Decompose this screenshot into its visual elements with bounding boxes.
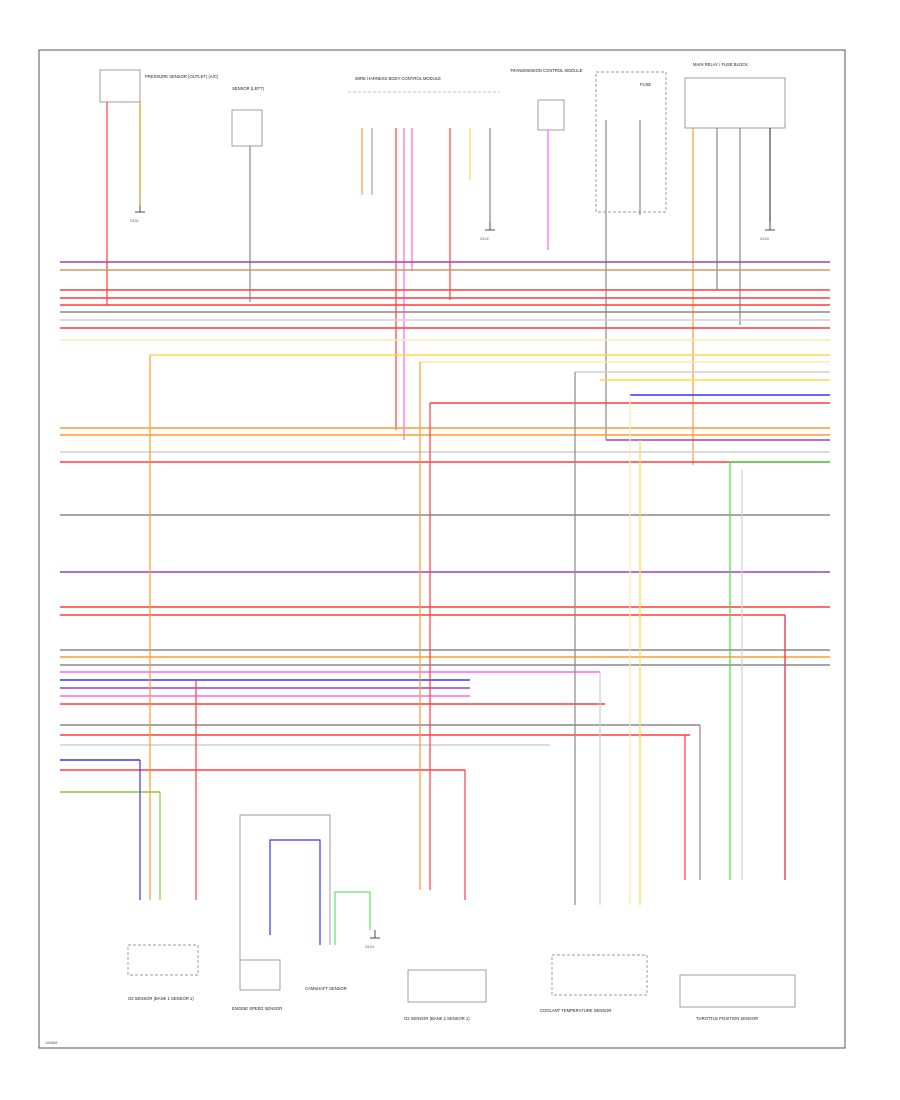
- wire-header-component: WIRE HARNESS BODY CONTROL MODULE: [348, 76, 500, 93]
- ground-label-3: G103: [760, 237, 769, 241]
- bottom-component-a: O2 SENSOR (BANK 1 SENSOR 1): [127, 944, 199, 1001]
- ground-label-2: G102: [480, 237, 489, 241]
- relay-block-component: MAIN RELAY / FUSE BLOCK: [684, 62, 786, 129]
- sensor-f-label: THROTTLE POSITION SENSOR: [696, 1016, 758, 1021]
- lower-vertical-wires: [139, 355, 786, 905]
- bottom-component-c: CAMSHAFT SENSOR: [305, 986, 347, 991]
- transmission-label: TRANSMISSION CONTROL MODULE: [510, 68, 583, 73]
- bottom-component-d: O2 SENSOR (BANK 2 SENSOR 1): [404, 969, 487, 1021]
- bottom-component-e: COOLANT TEMPERATURE SENSOR: [540, 954, 648, 1013]
- wire-header-label: WIRE HARNESS BODY CONTROL MODULE: [355, 76, 441, 81]
- fuse-label: FUSE: [640, 82, 651, 87]
- sensor-c-label: CAMSHAFT SENSOR: [305, 986, 347, 991]
- transmission-component: TRANSMISSION CONTROL MODULE: [510, 68, 583, 131]
- bottom-component-b: ENGINE SPEED SENSOR: [232, 814, 371, 1011]
- horizontal-bus-wires: [60, 261, 830, 793]
- sensor-a-label: O2 SENSOR (BANK 1 SENSOR 1): [128, 996, 194, 1001]
- fuse-component: FUSE: [595, 71, 667, 213]
- sensor-left-label: SENSOR (LEFT): [232, 86, 264, 91]
- pressure-sensor-component: PRESSURE SENSOR (OUTLET) (A/C): [99, 69, 219, 103]
- bottom-component-f: THROTTLE POSITION SENSOR: [679, 974, 796, 1021]
- sensor-left-component: SENSOR (LEFT): [231, 86, 264, 147]
- top-vertical-wires: [106, 102, 771, 465]
- footer-code: 1A9868: [45, 1041, 57, 1045]
- ground-symbols: [135, 205, 775, 939]
- sensor-b-label: ENGINE SPEED SENSOR: [232, 1006, 282, 1011]
- relay-block-label: MAIN RELAY / FUSE BLOCK: [693, 62, 748, 67]
- sensor-d-label: O2 SENSOR (BANK 2 SENSOR 1): [404, 1016, 470, 1021]
- diagram-frame: [38, 49, 846, 1049]
- pressure-sensor-label: PRESSURE SENSOR (OUTLET) (A/C): [145, 74, 219, 79]
- ground-label-1: G101: [130, 219, 139, 223]
- ground-label-4: G104: [365, 945, 374, 949]
- sensor-e-label: COOLANT TEMPERATURE SENSOR: [540, 1008, 611, 1013]
